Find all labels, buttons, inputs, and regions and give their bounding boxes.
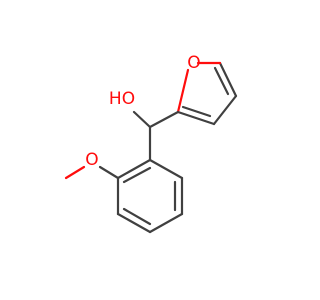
bond-c4-c5 <box>218 61 238 98</box>
chemical-structure-diagram: O HO O <box>64 53 238 234</box>
benzene-ring <box>116 158 184 234</box>
bond-methoxy-o-ch3 <box>64 165 86 180</box>
methoxy-oxygen-label: O <box>85 150 98 170</box>
bond-ring-methoxy-o <box>98 165 120 180</box>
bond-c2-c3 <box>176 110 216 126</box>
hydroxyl-label: HO <box>109 89 135 109</box>
bond-o1-c2 <box>176 68 190 114</box>
bond-c4-c5-double <box>213 66 230 96</box>
bond-c2-carbinol <box>148 110 180 129</box>
structure-canvas: O HO O <box>64 53 238 234</box>
bond-c3-c4 <box>212 94 238 126</box>
bond-b6-b1 <box>116 158 152 180</box>
bond-b3-b4 <box>148 212 184 234</box>
furan-oxygen-label: O <box>187 53 200 73</box>
bond-b1-b2 <box>148 158 184 180</box>
bond-carbinol-oh <box>132 110 152 129</box>
bond-b6-b1-inner <box>122 166 152 184</box>
bond-c2-c3-double <box>181 105 212 118</box>
bond-b4-b5-inner <box>122 207 152 226</box>
furan-ring <box>176 61 238 126</box>
bond-b4-b5 <box>116 212 152 234</box>
